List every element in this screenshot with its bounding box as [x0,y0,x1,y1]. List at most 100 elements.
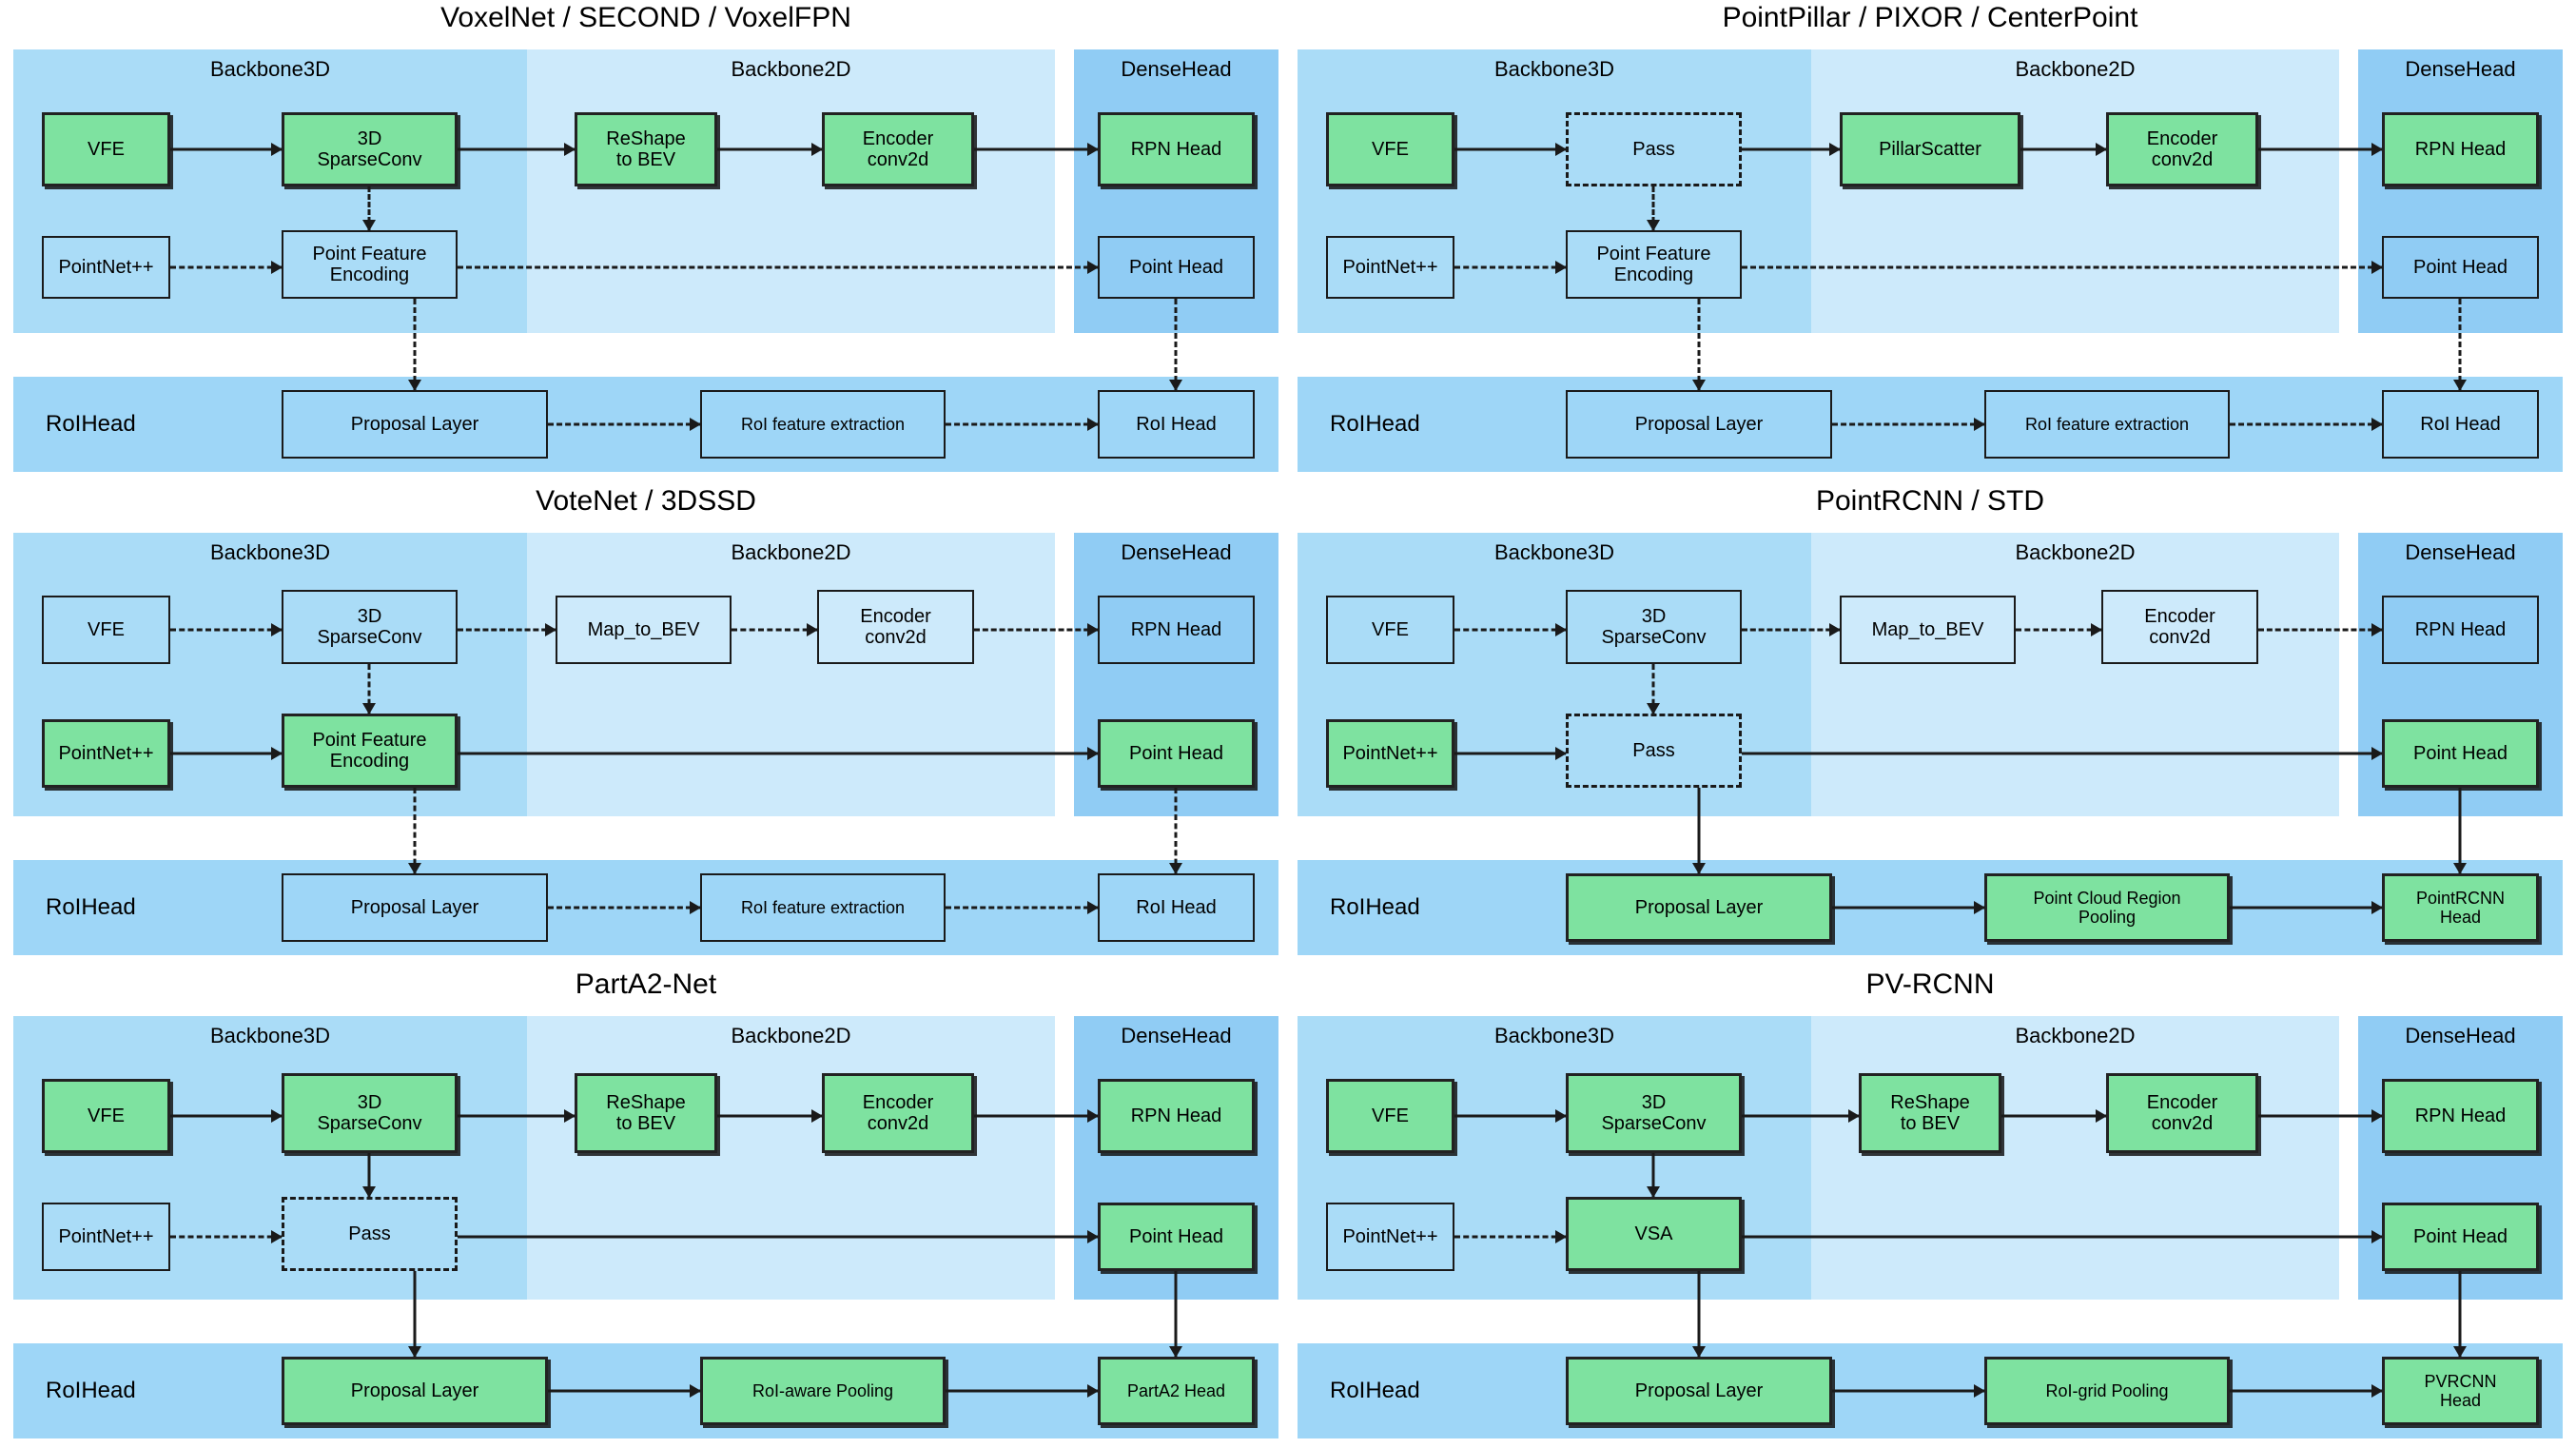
node-sparseconv[interactable]: 3D SparseConv [282,1073,458,1153]
node-point-head[interactable]: Point Head [2382,719,2539,788]
node-roi-grid-pooling[interactable]: RoI-grid Pooling [1984,1357,2230,1425]
node-pointnet[interactable]: PointNet++ [1326,1203,1454,1271]
node-sparseconv[interactable]: 3D SparseConv [282,112,458,186]
band-label-backbone2d: Backbone2D [731,540,851,564]
node-pass[interactable]: Pass [282,1197,458,1271]
node-roi-feature-extraction[interactable]: RoI feature extraction [700,873,946,942]
arrow-roigridpooling-to-pvrcnnhead [2230,1378,2383,1404]
node-pointnet[interactable]: PointNet++ [42,236,170,299]
arrow-roiextract-to-roihead [946,411,1099,438]
band-backbone2d: Backbone2D [1811,533,2339,816]
node-pointnet[interactable]: PointNet++ [1326,719,1454,788]
node-roi-aware-pooling[interactable]: RoI-aware Pooling [700,1357,946,1425]
panel-title: PartA2-Net [575,969,717,1000]
arrow-sparseconv-to-vsa [1640,1153,1667,1198]
node-point-feature-encoding[interactable]: Point Feature Encoding [282,714,458,788]
node-rpn-head[interactable]: RPN Head [2382,1079,2539,1153]
node-pointnet[interactable]: PointNet++ [1326,236,1454,299]
node-point-head[interactable]: Point Head [2382,236,2539,299]
node-rpn-head[interactable]: RPN Head [1098,1079,1255,1153]
panel-pointrcnn: PointRCNN / STD Backbone3D Backbone2D De… [1298,483,2563,970]
node-encoder-conv2d[interactable]: Encoder conv2d [2106,1073,2258,1153]
band-label-roihead: RoIHead [46,894,136,920]
node-rpn-head[interactable]: RPN Head [2382,596,2539,664]
node-proposal-layer[interactable]: Proposal Layer [282,390,548,459]
node-proposal-layer[interactable]: Proposal Layer [282,873,548,942]
band-backbone2d: Backbone2D [1811,1016,2339,1300]
node-roi-feature-extraction[interactable]: RoI feature extraction [700,390,946,459]
band-label-densehead: DenseHead [1121,1024,1232,1047]
arrow-encoder-to-rpnhead [974,136,1099,163]
arrow-pointnet-to-pfe [170,740,283,767]
node-roi-head[interactable]: RoI Head [2382,390,2539,459]
node-point-feature-encoding[interactable]: Point Feature Encoding [1566,230,1742,299]
node-proposal-layer[interactable]: Proposal Layer [282,1357,548,1425]
band-backbone2d: Backbone2D [1811,49,2339,333]
node-vfe[interactable]: VFE [42,112,170,186]
node-map-to-bev[interactable]: ReShape to BEV [1859,1073,2001,1153]
node-rpn-head[interactable]: RPN Head [1098,596,1255,664]
node-map-to-bev[interactable]: Map_to_BEV [1840,596,2016,664]
band-label-roihead: RoIHead [1330,1378,1420,1403]
arrow-pointhead-to-pvrcnnhead [2447,1271,2473,1358]
node-roi-head[interactable]: RoI Head [1098,390,1255,459]
node-vfe[interactable]: VFE [1326,1079,1454,1153]
node-parta2-head[interactable]: PartA2 Head [1098,1357,1255,1425]
node-sparseconv[interactable]: 3D SparseConv [1566,590,1742,664]
node-pillarscatter[interactable]: PillarScatter [1840,112,2020,186]
node-encoder-conv2d[interactable]: Encoder conv2d [822,112,974,186]
arrow-pointnet-to-pass [170,1223,283,1250]
node-sparseconv[interactable]: 3D SparseConv [282,590,458,664]
band-label-roihead: RoIHead [1330,894,1420,920]
arrow-encoder-to-rpnhead [2258,616,2383,643]
node-pvrcnn-head[interactable]: PVRCNN Head [2382,1357,2539,1425]
node-roi-feature-extraction[interactable]: RoI feature extraction [1984,390,2230,459]
node-point-head[interactable]: Point Head [1098,719,1255,788]
band-label-backbone2d: Backbone2D [2015,540,2136,564]
panel-title: PV-RCNN [1865,969,1995,1000]
node-vfe[interactable]: VFE [42,596,170,664]
node-pass[interactable]: Pass [1566,112,1742,186]
node-proposal-layer[interactable]: Proposal Layer [1566,873,1832,942]
node-point-head[interactable]: Point Head [1098,1203,1255,1271]
node-proposal-layer[interactable]: Proposal Layer [1566,1357,1832,1425]
node-point-head[interactable]: Point Head [1098,236,1255,299]
node-vsa[interactable]: VSA [1566,1197,1742,1271]
arrow-encoder-to-rpnhead [974,616,1099,643]
node-vfe[interactable]: VFE [1326,596,1454,664]
node-encoder-conv2d[interactable]: Encoder conv2d [817,590,974,664]
node-proposal-layer[interactable]: Proposal Layer [1566,390,1832,459]
node-pointnet[interactable]: PointNet++ [42,1203,170,1271]
node-vfe[interactable]: VFE [42,1079,170,1153]
node-point-cloud-region-pooling[interactable]: Point Cloud Region Pooling [1984,873,2230,942]
arrow-sparseconv-to-bev [458,136,576,163]
node-map-to-bev[interactable]: ReShape to BEV [575,112,717,186]
arrow-sparseconv-to-pfe [356,664,382,714]
node-map-to-bev[interactable]: ReShape to BEV [575,1073,717,1153]
node-point-head[interactable]: Point Head [2382,1203,2539,1271]
node-vfe[interactable]: VFE [1326,112,1454,186]
node-pointrcnn-head[interactable]: PointRCNN Head [2382,873,2539,942]
node-roi-head[interactable]: RoI Head [1098,873,1255,942]
band-label-densehead: DenseHead [2405,57,2516,81]
node-rpn-head[interactable]: RPN Head [1098,112,1255,186]
arrow-bev-to-encoder [2001,1103,2107,1129]
node-encoder-conv2d[interactable]: Encoder conv2d [822,1073,974,1153]
panel-pointpillar: PointPillar / PIXOR / CenterPoint Backbo… [1298,0,2563,487]
band-backbone2d: Backbone2D [527,533,1055,816]
band-label-densehead: DenseHead [1121,57,1232,81]
node-pass[interactable]: Pass [1566,714,1742,788]
arrow-pass-to-pointhead [1742,740,2383,767]
node-sparseconv[interactable]: 3D SparseConv [1566,1073,1742,1153]
arrow-sparseconv-to-bev [1742,1103,1860,1129]
node-encoder-conv2d[interactable]: Encoder conv2d [2101,590,2258,664]
node-rpn-head[interactable]: RPN Head [2382,112,2539,186]
node-pointnet[interactable]: PointNet++ [42,719,170,788]
arrow-pointnet-to-pass [1454,740,1567,767]
node-point-feature-encoding[interactable]: Point Feature Encoding [282,230,458,299]
band-label-roihead: RoIHead [1330,411,1420,437]
node-encoder-conv2d[interactable]: Encoder conv2d [2106,112,2258,186]
band-label-backbone3d: Backbone3D [210,57,330,81]
node-map-to-bev[interactable]: Map_to_BEV [556,596,732,664]
